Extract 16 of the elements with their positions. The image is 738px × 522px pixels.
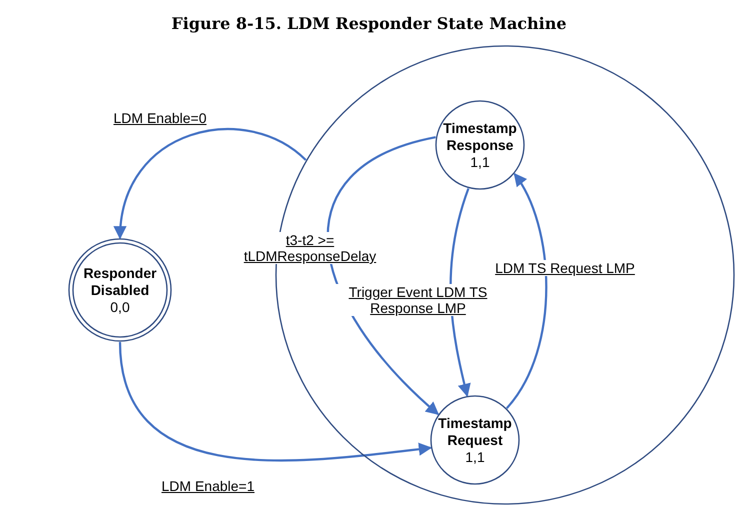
- state-circle: [430, 395, 520, 485]
- transition-arrow: [118, 342, 432, 462]
- state-value: 1,1: [470, 154, 490, 170]
- edge-label: LDM Enable=0: [112, 110, 208, 126]
- state-circle: [435, 100, 525, 190]
- edge-label: LDM TS Request LMP: [493, 260, 637, 276]
- figure-title: Figure 8-15. LDM Responder State Machine: [170, 14, 568, 33]
- state-name: Responder Disabled: [82, 264, 158, 298]
- state-value: 1,1: [465, 448, 485, 466]
- state-name: Timestamp Request: [437, 414, 513, 448]
- state-name: Timestamp Response: [442, 120, 518, 154]
- transition-arrow: [114, 128, 306, 240]
- state-value: 0,0: [110, 298, 130, 316]
- transition-arrow: [506, 172, 548, 409]
- edge-label: LDM Enable=1: [160, 478, 256, 494]
- final-state-circle: [68, 238, 172, 342]
